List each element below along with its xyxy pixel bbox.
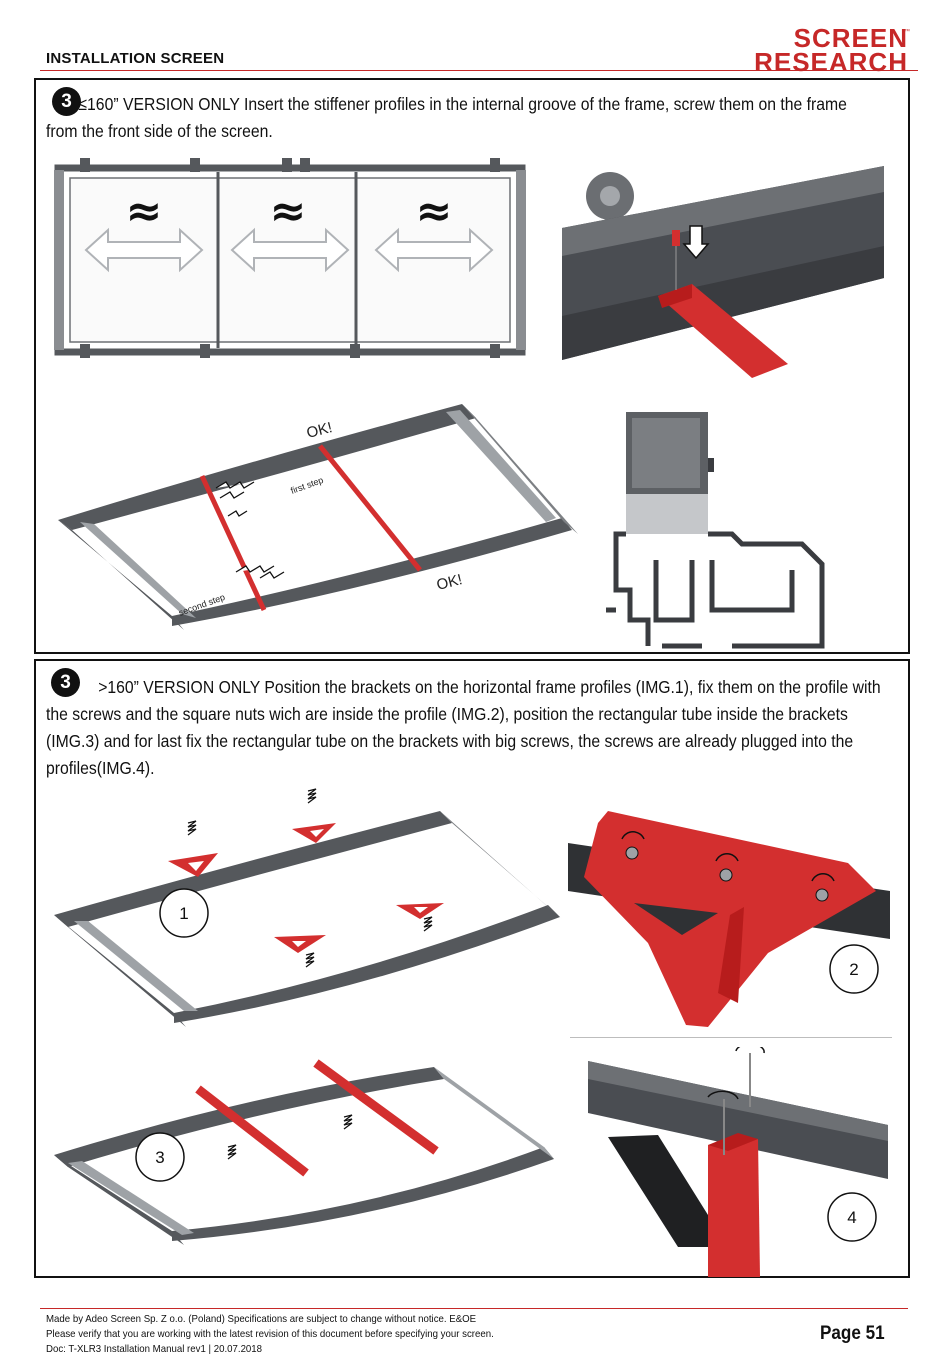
figure-divider — [570, 1037, 892, 1038]
frame-stiffener-install-figure: first step second step OK! OK! — [58, 404, 578, 630]
logo-line1: SCREEN — [794, 25, 908, 53]
img-2-bracket-screws-figure: 2 — [568, 811, 890, 1027]
img-1-bracket-position-figure: 1 — [54, 788, 562, 1027]
ok-label-bottom: OK! — [435, 571, 464, 594]
instruction-text-1: ≤160” VERSION ONLY Insert the stiffener … — [46, 91, 879, 145]
img-1-label: 1 — [179, 904, 188, 923]
footer-line-1: Made by Adeo Screen Sp. Z o.o. (Poland) … — [46, 1313, 477, 1325]
page-number: Page 51 — [820, 1323, 885, 1344]
footer-divider — [40, 1308, 908, 1309]
img-3-label: 3 — [155, 1148, 164, 1167]
img-4-tube-screw-figure: 4 — [588, 1047, 888, 1277]
img-4-label: 4 — [847, 1208, 856, 1227]
approx-symbol-left: ≈ — [126, 186, 163, 237]
footer-line-2: Please verify that you are working with … — [46, 1328, 494, 1340]
img-2-label: 2 — [849, 960, 858, 979]
ok-label-top: OK! — [305, 419, 334, 442]
approx-symbol-right: ≈ — [416, 186, 453, 237]
frame-front-view-figure: ≈ ≈ ≈ — [54, 158, 526, 358]
footer-line-3: Doc: T-XLR3 Installation Manual rev1 | 2… — [46, 1343, 263, 1355]
expand-arrows — [84, 227, 494, 273]
img-3-badge — [135, 1132, 185, 1182]
footer-notes: Made by Adeo Screen Sp. Z o.o. (Poland) … — [46, 1312, 494, 1357]
img-2-badge — [829, 944, 879, 994]
instruction-2-body: >160” VERSION ONLY Position the brackets… — [46, 677, 881, 778]
first-step-label: first step — [289, 475, 324, 496]
img-4-badge — [827, 1192, 877, 1242]
logo-line2: RESEARCH — [754, 47, 908, 73]
img-1-badge — [159, 888, 209, 938]
logo-trademark: ™ — [904, 28, 910, 35]
step-badge-1: 3 — [52, 87, 81, 116]
img-3-tube-position-figure: 3 — [54, 1059, 554, 1245]
instruction-panel-2: 3 >160” VERSION ONLY Position the bracke… — [34, 659, 910, 1278]
instruction-text-2: >160” VERSION ONLY Position the brackets… — [46, 674, 906, 782]
header-divider — [40, 70, 918, 71]
instruction-panel-1: 3 ≤160” VERSION ONLY Insert the stiffene… — [34, 78, 910, 654]
screen-research-logo: SCREEN RESEARCH ™ — [754, 25, 910, 73]
approx-symbol-middle: ≈ — [270, 186, 307, 237]
profile-cross-section-figure — [606, 412, 825, 649]
stiffener-screw-detail-figure — [562, 166, 884, 378]
step-badge-2: 3 — [51, 668, 80, 697]
document-header-title: INSTALLATION SCREEN — [46, 50, 225, 67]
instruction-1-body: ≤160” VERSION ONLY Insert the stiffener … — [46, 94, 847, 141]
